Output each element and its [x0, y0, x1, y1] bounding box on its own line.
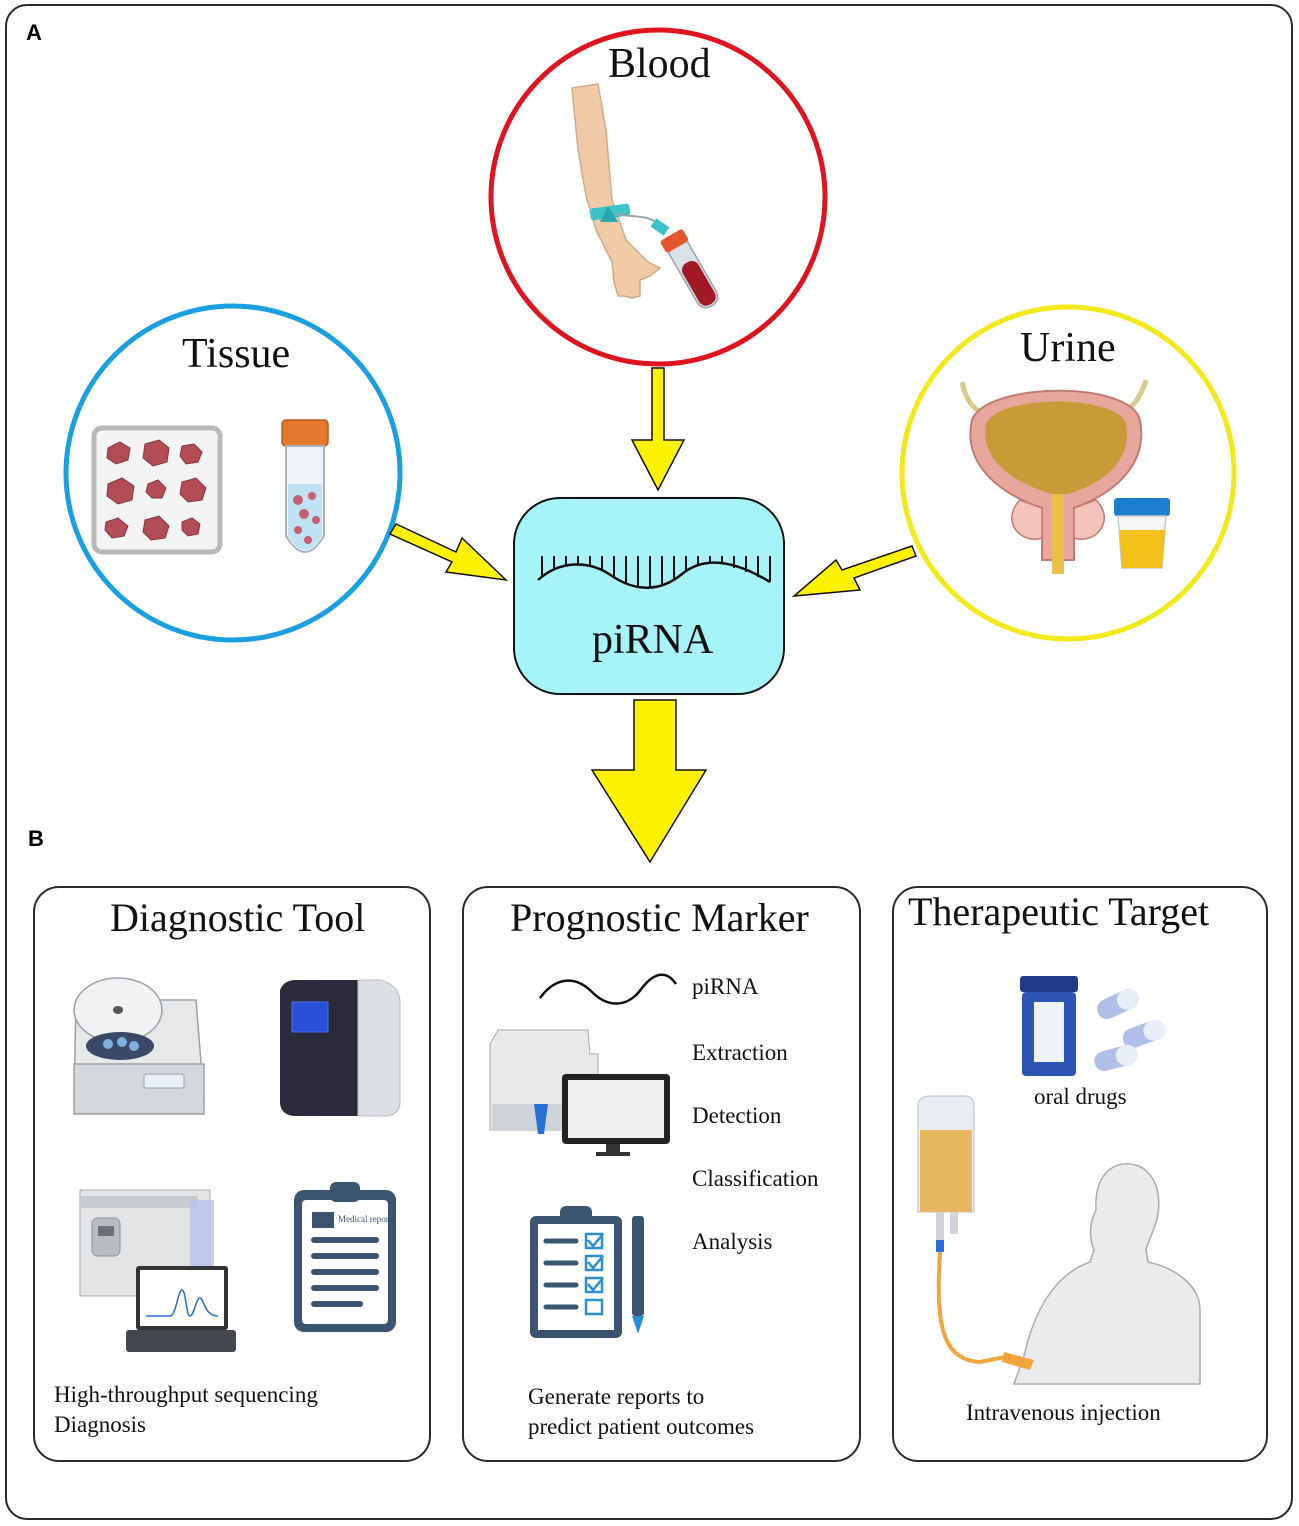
- diagnostic-tool-box: [33, 886, 431, 1462]
- prognostic-step-analysis: Analysis: [692, 1229, 773, 1254]
- medical-report-label: Medical report: [338, 1214, 392, 1224]
- panel-b-letter: B: [28, 826, 44, 851]
- prognostic-step-extraction: Extraction: [692, 1040, 788, 1065]
- therapeutic-target-box: [892, 886, 1268, 1462]
- arrow-pirna-to-applications: [590, 699, 708, 864]
- diagnostic-caption: High-throughput sequencing Diagnosis: [54, 1380, 318, 1440]
- diagnostic-caption-line1: High-throughput sequencing: [54, 1382, 318, 1407]
- prognostic-caption-line2: predict patient outcomes: [528, 1414, 755, 1439]
- checklist-clipboard-pen-icon: [530, 1206, 644, 1338]
- arrow-blood-to-pirna: [630, 367, 686, 492]
- extraction-instrument-monitor-icon: [489, 1029, 670, 1156]
- sequencing-analyzer-laptop-icon: [79, 1189, 236, 1352]
- intravenous-injection-label: Intravenous injection: [966, 1400, 1161, 1425]
- arrow-tissue-to-pirna: [388, 523, 509, 582]
- tissue-illustration: [91, 419, 329, 555]
- panel-a-letter: A: [26, 20, 42, 45]
- prognostic-step-classification: Classification: [692, 1166, 819, 1191]
- iv-bag-patient-icon: [917, 1095, 1201, 1385]
- tissue-label: Tissue: [182, 331, 291, 377]
- arrow-urine-to-pirna: [791, 545, 917, 597]
- blood-draw-illustration: [571, 83, 719, 309]
- prognostic-step-pirna: piRNA: [692, 974, 759, 999]
- prognostic-marker-title: Prognostic Marker: [510, 895, 809, 940]
- therapeutic-target-title: Therapeutic Target: [908, 889, 1210, 934]
- prognostic-caption-line1: Generate reports to: [528, 1384, 705, 1409]
- tissue-ring: [63, 303, 403, 643]
- figure-frame: [5, 4, 1293, 1520]
- prognostic-caption: Generate reports to predict patient outc…: [528, 1382, 754, 1442]
- bladder-urine-illustration: [959, 379, 1170, 574]
- sequencer-icon: [280, 979, 401, 1117]
- prognostic-step-detection: Detection: [692, 1103, 782, 1128]
- blood-label: Blood: [608, 41, 711, 87]
- pirna-box: [513, 497, 785, 695]
- oral-drugs-label: oral drugs: [1034, 1084, 1127, 1109]
- centrifuge-icon: [73, 977, 205, 1115]
- diagnostic-tool-title: Diagnostic Tool: [110, 895, 366, 940]
- pirna-wave-icon: [538, 973, 678, 1005]
- diagnostic-caption-line2: Diagnosis: [54, 1412, 146, 1437]
- urine-label: Urine: [1020, 325, 1116, 371]
- pirna-strand-icon: [537, 556, 771, 589]
- medical-report-clipboard-icon: Medical report: [294, 1182, 396, 1332]
- pill-bottle-capsules-icon: [1020, 976, 1166, 1076]
- prognostic-marker-box: [462, 886, 861, 1462]
- pirna-center-label: piRNA: [592, 617, 714, 663]
